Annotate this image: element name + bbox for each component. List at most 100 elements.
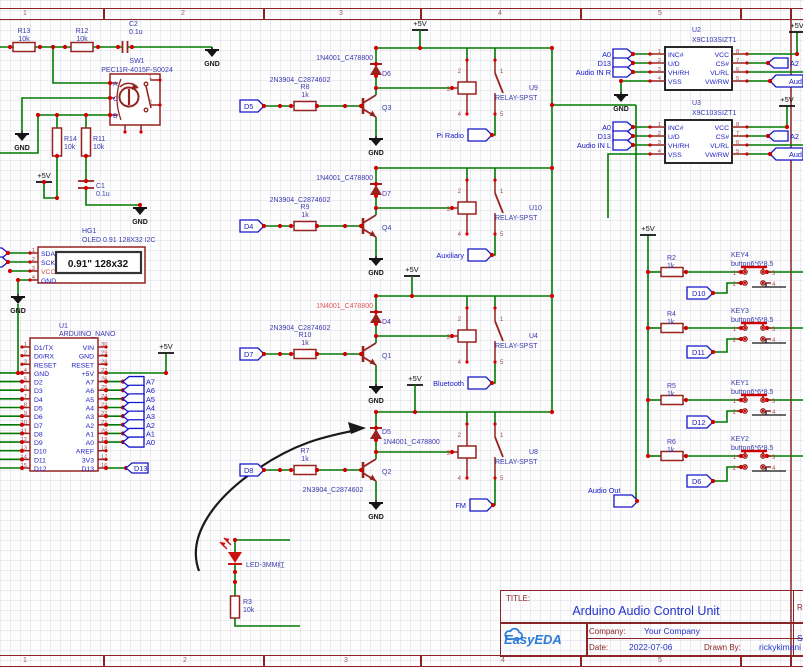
net-flag-out[interactable]: [467, 376, 493, 390]
gnd-icon: [371, 260, 381, 266]
wire[interactable]: [85, 188, 140, 206]
wire[interactable]: [43, 156, 58, 199]
wire[interactable]: [713, 282, 741, 294]
junction-dot: [738, 269, 744, 275]
company-value[interactable]: Your Company: [644, 626, 700, 636]
net-flag-Audio IN L[interactable]: [612, 139, 635, 151]
net-flag-audio[interactable]: [769, 74, 803, 88]
arduino-nano[interactable]: [29, 337, 99, 472]
resistor[interactable]: [293, 220, 317, 232]
pin-number: 26: [101, 377, 107, 383]
ic-box-U3[interactable]: [664, 119, 733, 164]
net-flag-D6[interactable]: [686, 474, 714, 488]
resistor[interactable]: [293, 100, 317, 112]
wire[interactable]: [493, 234, 496, 256]
relay-coil[interactable]: [457, 81, 477, 95]
led-icon[interactable]: [228, 552, 242, 563]
junction-dot: [648, 61, 652, 65]
wire[interactable]: [635, 105, 638, 502]
resistor[interactable]: [293, 348, 317, 360]
net-flag-Audio IN R[interactable]: [612, 66, 635, 78]
diode[interactable]: [370, 429, 382, 439]
resistor[interactable]: [80, 127, 92, 157]
diode[interactable]: [370, 65, 382, 75]
pin-number: 5: [24, 377, 27, 383]
junction-dot: [549, 409, 555, 415]
net-flag-A0[interactable]: [121, 436, 145, 448]
junction-dot: [648, 143, 652, 147]
net-flag-D7[interactable]: [239, 347, 265, 361]
resistor[interactable]: [660, 394, 684, 406]
resistor[interactable]: [70, 41, 94, 53]
transistor-arrow: [369, 110, 376, 117]
junction-dot: [163, 370, 169, 376]
schematic-label: D5: [382, 429, 391, 436]
junction-dot: [645, 269, 651, 275]
wire[interactable]: [747, 32, 798, 55]
net-flag-audio[interactable]: [769, 147, 803, 161]
sheet-title[interactable]: Arduino Audio Control Unit: [572, 604, 720, 618]
wire[interactable]: [713, 338, 741, 353]
net-flag-D4[interactable]: [239, 219, 265, 233]
net-flag-D13[interactable]: [612, 130, 635, 142]
net-flag-A0[interactable]: [612, 48, 635, 60]
drawn-by-value[interactable]: rickykimani: [759, 642, 802, 652]
pin-number: 5: [736, 76, 739, 82]
net-flag-out[interactable]: [467, 128, 493, 142]
wire[interactable]: [0, 114, 110, 154]
wire[interactable]: [17, 279, 30, 294]
wire[interactable]: [493, 114, 496, 136]
gnd-icon: [616, 96, 626, 102]
pin-number: 4: [458, 112, 462, 118]
net-flag-out[interactable]: [467, 248, 493, 262]
resistor[interactable]: [12, 41, 36, 53]
wire[interactable]: [21, 97, 110, 131]
net-flag-D10[interactable]: [686, 286, 714, 300]
net-flag-partial[interactable]: [0, 256, 10, 268]
wire[interactable]: [494, 478, 496, 506]
net-flag-D12[interactable]: [686, 415, 714, 429]
net-flag-A0[interactable]: [612, 121, 635, 133]
oled-screen[interactable]: [54, 250, 143, 275]
pin-number: 16: [101, 463, 107, 469]
relay-coil[interactable]: [457, 201, 477, 215]
junction-dot: [743, 398, 747, 402]
wire[interactable]: [713, 410, 741, 423]
junction-dot: [710, 478, 716, 484]
net-flag-D5[interactable]: [239, 99, 265, 113]
title-block: TITLE: Arduino Audio Control Unit EasyED…: [500, 590, 803, 657]
resistor[interactable]: [660, 322, 684, 334]
relay-coil[interactable]: [457, 445, 477, 459]
wire[interactable]: [747, 106, 788, 128]
net-flag-D13[interactable]: [124, 462, 149, 474]
wire[interactable]: [52, 47, 110, 84]
resistor[interactable]: [660, 450, 684, 462]
net-flag-A2[interactable]: [766, 130, 789, 142]
net-flag-A2[interactable]: [766, 57, 789, 69]
wire[interactable]: [713, 466, 741, 482]
relay-coil[interactable]: [457, 329, 477, 343]
resistor[interactable]: [660, 266, 684, 278]
part-label: 2N3904_C2874602: [303, 487, 364, 494]
net-flag-D8[interactable]: [239, 463, 265, 477]
wire[interactable]: [493, 362, 496, 384]
diode[interactable]: [370, 185, 382, 195]
diode[interactable]: [370, 313, 382, 323]
resistor[interactable]: [229, 595, 241, 619]
annotation-arrow[interactable]: [194, 429, 353, 572]
junction-dot: [83, 112, 89, 118]
ic-box-U2[interactable]: [664, 46, 733, 91]
ruler-divider: [263, 9, 265, 19]
net-flag-D13[interactable]: [612, 57, 635, 69]
wire[interactable]: [620, 80, 650, 92]
net-flag-out[interactable]: [469, 498, 494, 512]
net-flag-audio-out[interactable]: [613, 494, 639, 508]
resistor[interactable]: [51, 127, 63, 157]
net-flag-partial[interactable]: [0, 247, 10, 259]
date-value[interactable]: 2022-07-06: [629, 642, 673, 652]
resistor[interactable]: [293, 464, 317, 476]
wire[interactable]: [234, 618, 300, 627]
net-flag-D11[interactable]: [686, 345, 714, 359]
wire[interactable]: [607, 153, 650, 218]
